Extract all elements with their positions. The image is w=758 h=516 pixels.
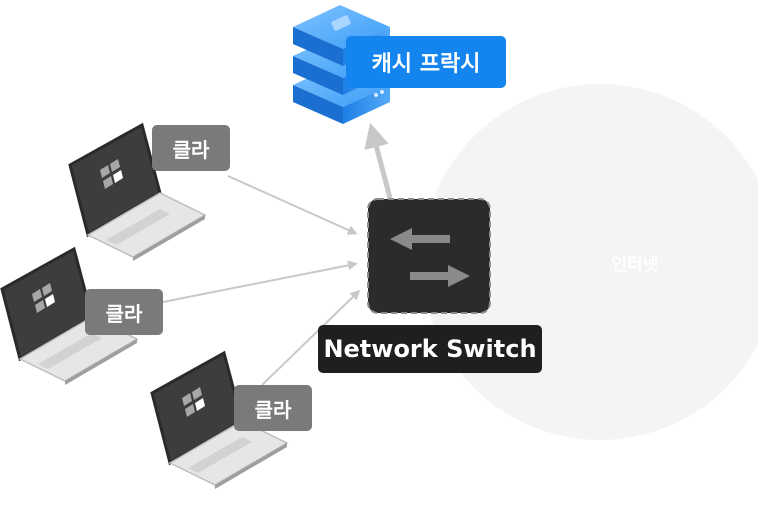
laptop-icon <box>68 122 207 261</box>
network-switch-icon <box>367 198 491 314</box>
connector-switch-proxy <box>364 122 393 199</box>
internet-label: 인터넷 <box>611 255 659 275</box>
connector-client-3 <box>261 289 361 386</box>
connectors <box>162 122 393 386</box>
switch-label: Network Switch <box>318 325 542 373</box>
connector-client-2 <box>162 260 358 303</box>
client-label-1: 클라 <box>152 125 230 171</box>
proxy-label: 캐시 프락시 <box>346 36 506 88</box>
client-label-3: 클라 <box>234 385 312 431</box>
client-label-2: 클라 <box>85 289 163 335</box>
connector-client-1 <box>227 175 358 235</box>
